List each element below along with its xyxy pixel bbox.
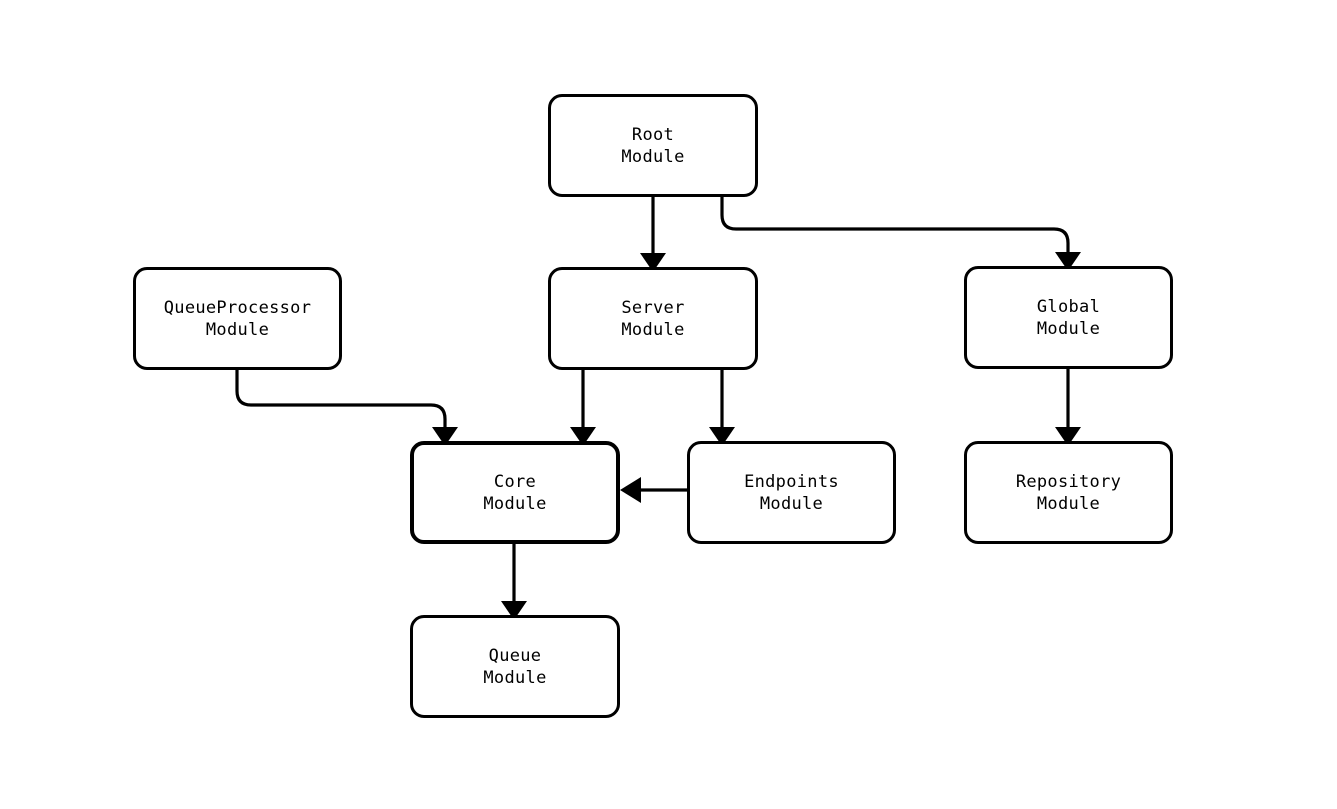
- node-core-module[interactable]: Core Module: [410, 441, 620, 544]
- node-repository-module-label: Repository Module: [1015, 471, 1122, 514]
- edge-core-to-queue: [501, 544, 527, 620]
- edge-server-to-endpoints: [709, 370, 735, 446]
- node-server-module[interactable]: Server Module: [548, 267, 758, 370]
- node-repository-module[interactable]: Repository Module: [964, 441, 1173, 544]
- node-root-module-label: Root Module: [621, 124, 685, 167]
- edge-root-to-server: [640, 197, 666, 272]
- edge-global-to-repository: [1055, 369, 1081, 446]
- edge-server-to-core: [570, 370, 596, 446]
- node-endpoints-module[interactable]: Endpoints Module: [687, 441, 896, 544]
- node-core-module-label: Core Module: [483, 471, 547, 514]
- node-endpoints-module-label: Endpoints Module: [744, 471, 839, 514]
- node-global-module-label: Global Module: [1036, 296, 1101, 339]
- node-root-module[interactable]: Root Module: [548, 94, 758, 197]
- node-queue-module-label: Queue Module: [483, 645, 547, 688]
- node-server-module-label: Server Module: [621, 297, 685, 340]
- edge-queueprocessor-to-core: [235, 370, 458, 446]
- edge-root-to-global: [720, 197, 1081, 271]
- edge-endpoints-to-core: [620, 477, 689, 503]
- node-queueprocessor-module[interactable]: QueueProcessor Module: [133, 267, 342, 370]
- node-queueprocessor-module-label: QueueProcessor Module: [163, 297, 312, 340]
- node-global-module[interactable]: Global Module: [964, 266, 1173, 369]
- node-queue-module[interactable]: Queue Module: [410, 615, 620, 718]
